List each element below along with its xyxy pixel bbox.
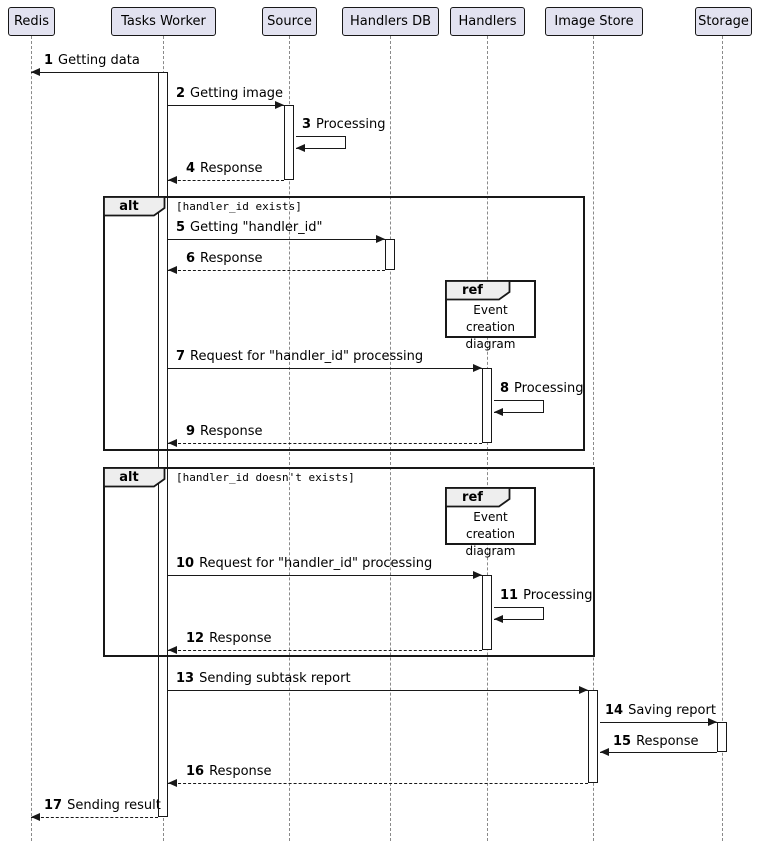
message-1-line <box>31 72 158 73</box>
ref-box-2-label: ref <box>462 490 483 505</box>
message-4-arrowhead <box>168 176 177 184</box>
message-7-line <box>168 368 482 369</box>
activation-tasks-worker <box>158 72 168 817</box>
participant-handlers-db: Handlers DB <box>342 7 439 36</box>
message-5-arrowhead <box>376 235 385 243</box>
alt-frame-1 <box>103 196 585 451</box>
message-7-arrowhead <box>473 364 482 372</box>
alt-frame-2-tab <box>103 467 166 488</box>
message-4-line <box>168 180 284 181</box>
message-2-arrowhead <box>275 101 284 109</box>
participant-tasks-worker: Tasks Worker <box>111 7 216 36</box>
message-3-arrowhead <box>296 144 305 152</box>
message-13-line <box>168 690 588 691</box>
message-9-line <box>168 443 482 444</box>
message-3-line <box>296 136 346 149</box>
ref-box-1-label: ref <box>462 283 483 298</box>
alt-frame-1-tab <box>103 196 166 217</box>
message-12-line <box>168 650 482 651</box>
message-15-arrowhead <box>600 748 609 756</box>
message-5-line <box>168 239 385 240</box>
activation-handlers-db <box>385 239 395 270</box>
message-2-line <box>168 105 284 106</box>
activation-handlers-2 <box>482 575 492 650</box>
message-14-line <box>600 722 717 723</box>
message-9-arrowhead <box>168 439 177 447</box>
lifeline-redis <box>31 36 32 841</box>
lifeline-source <box>289 36 290 841</box>
alt-frame-2 <box>103 467 595 657</box>
message-14-arrowhead <box>708 718 717 726</box>
message-17-arrowhead <box>31 813 40 821</box>
alt-frame-1-label: alt <box>119 199 139 214</box>
ref-box-1-text: Event creation diagram <box>465 303 516 351</box>
alt-frame-2-label: alt <box>119 470 139 485</box>
message-16-line <box>168 783 588 784</box>
ref-box-1-tab <box>445 280 511 301</box>
message-10-arrowhead <box>473 571 482 579</box>
ref-box-2-text: Event creation diagram <box>465 510 516 558</box>
alt-frame-1-guard: [handler_id exists] <box>176 200 302 213</box>
message-10-line <box>168 575 482 576</box>
activation-handlers-1 <box>482 368 492 443</box>
participant-source: Source <box>262 7 317 36</box>
participant-handlers: Handlers <box>450 7 525 36</box>
activation-storage <box>717 722 727 752</box>
message-11-line <box>494 607 544 620</box>
activation-image-store <box>588 690 598 783</box>
ref-box-2-tab <box>445 487 511 508</box>
message-16-arrowhead <box>168 779 177 787</box>
message-6-arrowhead <box>168 266 177 274</box>
message-8-line <box>494 400 544 413</box>
activation-source <box>284 105 294 180</box>
message-1-arrowhead <box>31 68 40 76</box>
message-8-arrowhead <box>494 408 503 416</box>
message-13-arrowhead <box>579 686 588 694</box>
message-17-line <box>31 817 158 818</box>
lifeline-storage <box>722 36 723 841</box>
participant-storage: Storage <box>695 7 752 36</box>
message-12-arrowhead <box>168 646 177 654</box>
lifeline-handlers-db <box>390 36 391 841</box>
lifeline-image-store <box>593 36 594 841</box>
alt-frame-2-guard: [handler_id doesn't exists] <box>176 471 355 484</box>
message-11-arrowhead <box>494 615 503 623</box>
participant-redis: Redis <box>8 7 55 36</box>
participant-image-store: Image Store <box>545 7 643 36</box>
message-15-line <box>600 752 717 753</box>
message-6-line <box>168 270 385 271</box>
